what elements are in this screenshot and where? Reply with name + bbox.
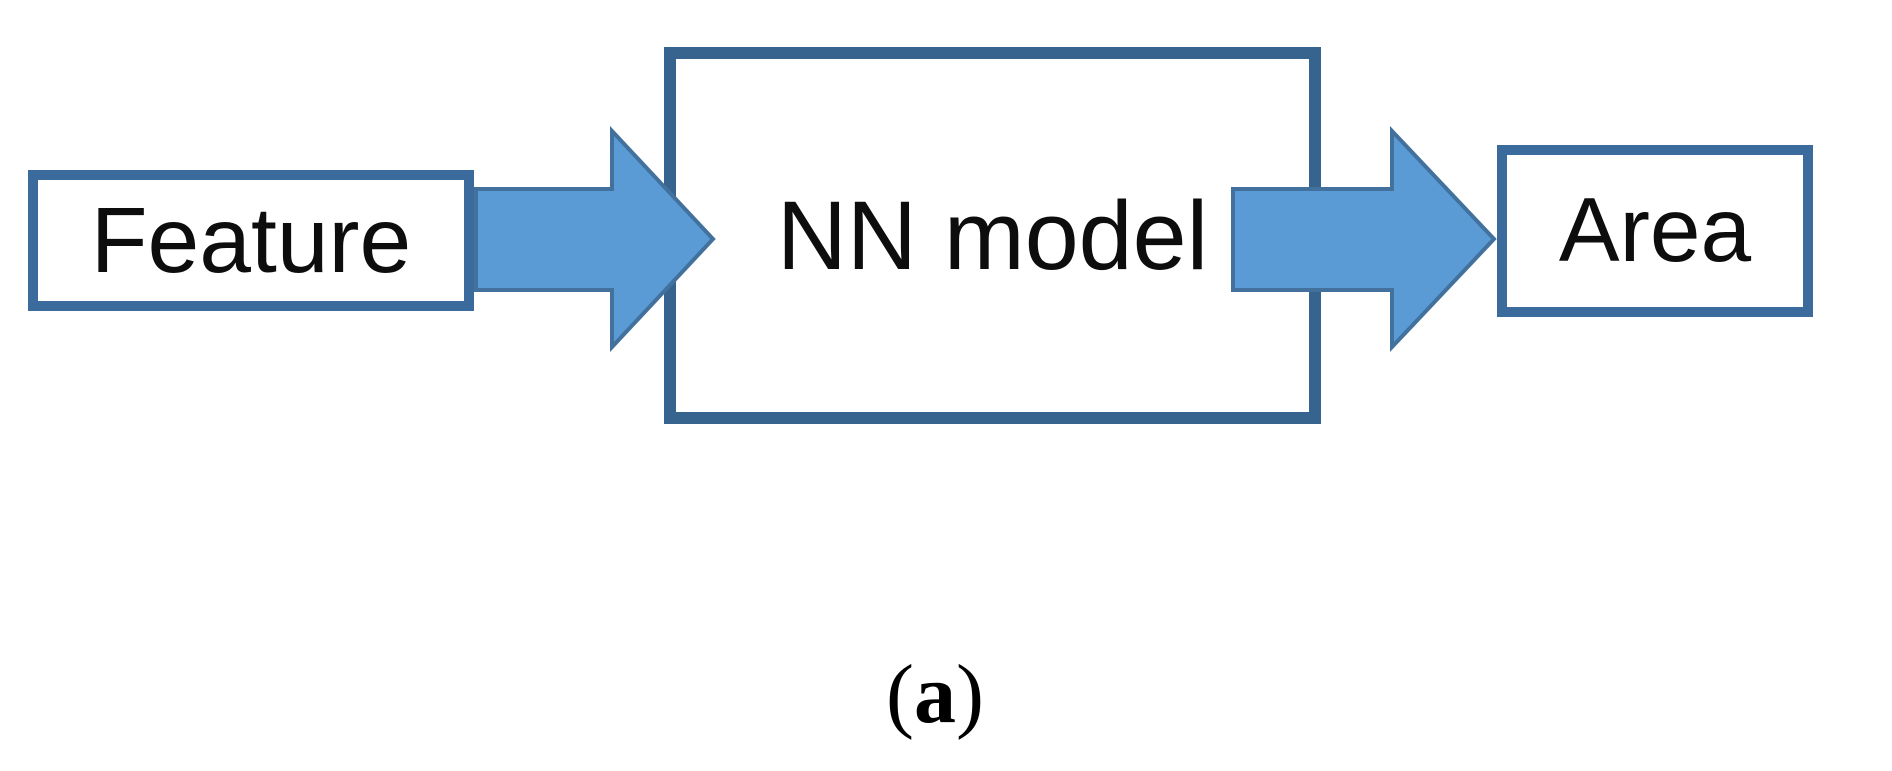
feature-node-box: Feature bbox=[28, 170, 474, 311]
feature-node-label: Feature bbox=[90, 188, 412, 292]
figure-caption: (a) bbox=[0, 646, 1870, 743]
nn-model-node-box: NN model bbox=[664, 47, 1321, 424]
caption-letter: a bbox=[914, 648, 956, 741]
area-node-label: Area bbox=[1558, 180, 1752, 281]
area-node-box: Area bbox=[1497, 145, 1813, 317]
nn-model-node-label: NN model bbox=[776, 180, 1209, 290]
caption-open-paren: ( bbox=[886, 648, 914, 741]
caption-close-paren: ) bbox=[956, 648, 984, 741]
